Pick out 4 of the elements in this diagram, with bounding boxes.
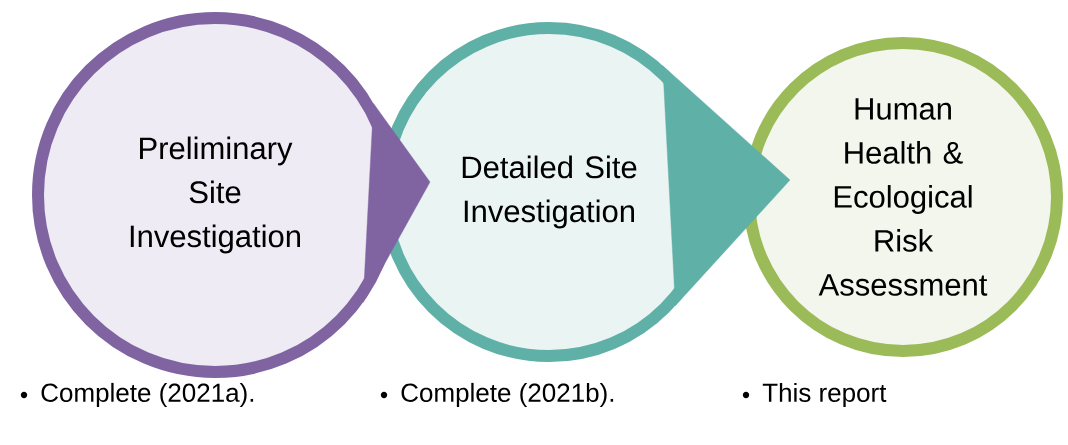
pointer-arrow xyxy=(662,65,791,306)
status-note: This report xyxy=(762,382,887,408)
status-note: Complete (2021b). xyxy=(401,382,614,408)
status-note: Complete (2021a). xyxy=(41,382,254,408)
